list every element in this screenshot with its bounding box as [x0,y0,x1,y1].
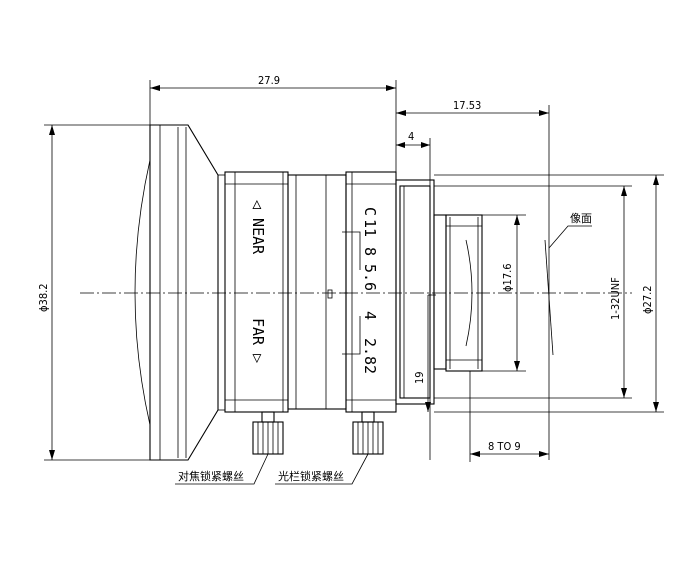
front-lens-housing [134,124,225,461]
dim-flange-step-value: 4 [408,130,414,143]
dim-mount-diameter [434,174,664,413]
aperture-8: 8 [361,247,379,256]
dim-thread-value: 1-32UNF [609,277,622,320]
image-plane-leader [548,225,592,249]
near-label: ◁ NEAR [249,200,267,255]
aperture-4: 4 [361,311,379,320]
aperture-2: 2 [361,365,379,374]
iris-lock-screw-label: 光栏锁紧螺丝 [278,469,344,483]
dim-front-diameter-value: ϕ38.2 [37,283,50,312]
iris-lock-screw-leader [275,453,369,485]
dim-back-focal-value: 17.53 [453,99,481,112]
focus-lock-screw [252,411,284,455]
dim-back-focal [396,105,550,460]
image-plane-label: 像面 [570,212,592,225]
dim-rear-diameter-value: ϕ17.6 [501,263,514,292]
aperture-2-8: 2.8 [361,338,379,365]
dim-rear-diameter [482,214,526,372]
dim-front-diameter [44,124,150,461]
aperture-11: 11 [361,219,379,237]
dim-overall-length-value: 27.9 [258,74,280,87]
dim-ring-height [425,294,436,412]
dim-overall-length [149,80,397,175]
dim-flange-step [396,138,431,460]
aperture-5-6: 5.6 [361,264,379,291]
dim-mount-diameter-value: ϕ27.2 [641,285,654,314]
dim-back-range-value: 8 TO 9 [488,440,521,453]
dim-ring-height-value: 19 [413,371,426,384]
rear-mount [395,179,483,405]
far-label: FAR ▷ [249,318,267,363]
focus-lock-screw-leader [175,453,269,485]
aperture-c: C [361,207,379,216]
middle-barrel [287,174,347,410]
dim-back-range [469,371,549,462]
dim-thread [434,185,632,399]
focus-lock-screw-label: 对焦锁紧螺丝 [178,469,244,483]
iris-lock-screw [352,411,384,455]
